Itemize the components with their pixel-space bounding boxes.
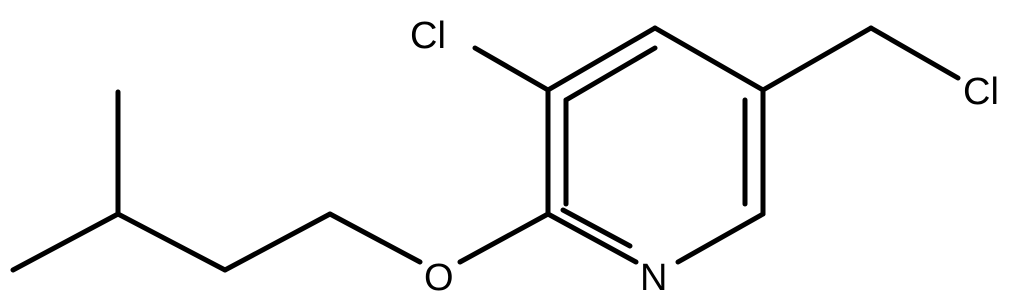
atom-chlorine-ring: Cl: [410, 15, 446, 57]
atom-oxygen: O: [424, 257, 454, 299]
bond-chain-2: [222, 211, 333, 273]
bond-chain-3: [327, 211, 423, 265]
bond-n-c2: [545, 211, 639, 265]
bond-ch2-cl: [868, 25, 961, 81]
atom-nitrogen: N: [640, 257, 667, 299]
bond-c4-c5: [652, 25, 766, 93]
bond-methyl-left: [10, 211, 121, 273]
bond-c3-c4: [545, 25, 658, 93]
bond-chain-1: [115, 211, 228, 273]
atom-chlorine-methyl: Cl: [963, 71, 999, 113]
bond-c3-c4-inner: [563, 45, 658, 103]
bond-c5-ch2: [760, 25, 874, 93]
bond-n-c2-inner: [560, 207, 633, 249]
bond-c6-n: [675, 211, 766, 265]
bond-o-c2: [457, 211, 551, 265]
bond-c3-cl: [472, 45, 551, 93]
